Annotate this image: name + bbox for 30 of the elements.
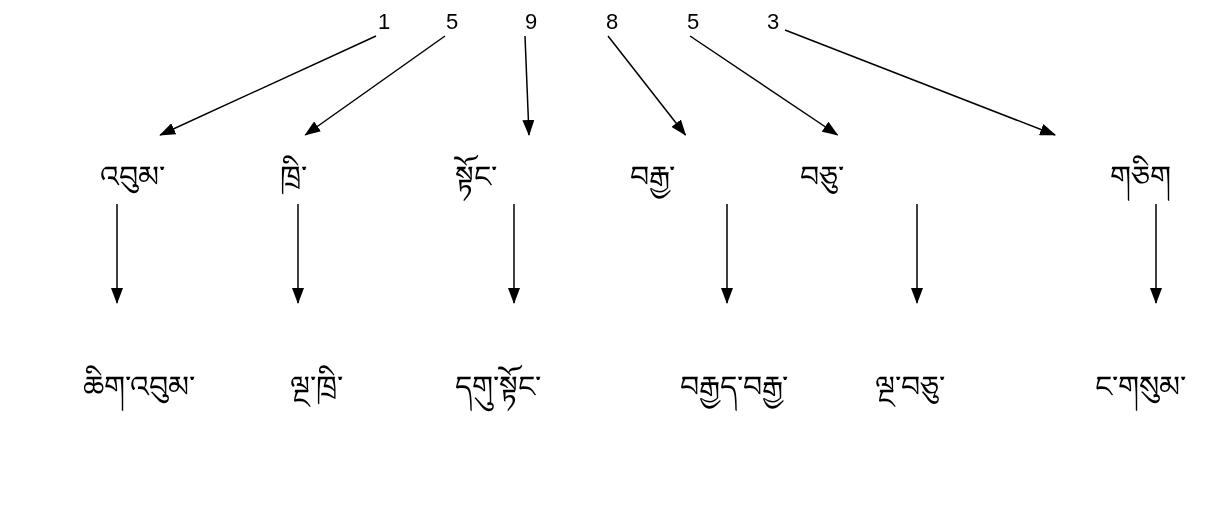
- number-word: ལྔ་བཅུ་: [865, 305, 965, 415]
- number-word: དགུ་སྟོང་: [445, 305, 585, 415]
- arrow: [607, 35, 687, 136]
- digit-label: 8: [600, 8, 624, 36]
- arrow: [721, 203, 733, 304]
- number-word: སྟོང་: [440, 135, 550, 200]
- arrow: [1150, 203, 1162, 304]
- digit-label: 5: [681, 8, 705, 36]
- digit-label: 3: [761, 8, 785, 36]
- number-word: ང་གསུམ་: [1085, 305, 1215, 415]
- arrow: [292, 203, 304, 304]
- number-word: འབུམ་: [90, 135, 240, 200]
- number-word: བརྒྱ་: [620, 135, 735, 200]
- number-word: ལྔ་ཁྲི་: [280, 305, 390, 415]
- number-word: བརྒྱད་བརྒྱ་: [670, 305, 810, 415]
- arrow: [111, 203, 123, 304]
- number-word: ཆིག་འབུམ་: [75, 305, 225, 415]
- arrow: [159, 35, 377, 136]
- number-word: གཅིག: [1040, 135, 1210, 200]
- arrow: [784, 29, 1057, 136]
- digit-label: 5: [440, 8, 464, 36]
- number-word: ཁྲི་: [255, 135, 355, 200]
- arrow: [911, 203, 923, 304]
- arrow: [689, 35, 839, 136]
- digit-label: 1: [372, 8, 396, 36]
- arrow: [522, 35, 535, 136]
- digit-label: 9: [519, 8, 543, 36]
- arrow: [304, 35, 446, 136]
- arrow: [508, 203, 520, 304]
- number-word: བཅུ་: [790, 135, 930, 200]
